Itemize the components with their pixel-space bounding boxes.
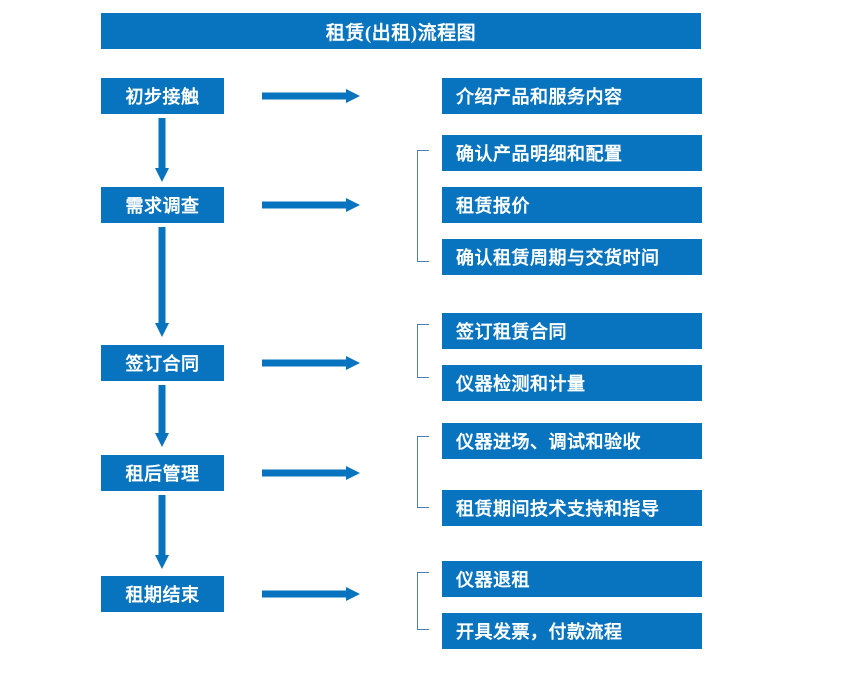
horizontal-arrow-icon-5 [262,585,362,603]
detail-box-仪器进场调试和验收[interactable]: 仪器进场、调试和验收 [442,423,702,459]
group-bracket-5 [417,572,429,630]
group-bracket-3 [417,324,429,378]
detail-box-租赁期间技术支持和指导[interactable]: 租赁期间技术支持和指导 [442,490,702,526]
horizontal-arrow-icon-3 [262,354,362,372]
detail-box-签订租赁合同[interactable]: 签订租赁合同 [442,313,702,349]
detail-box-仪器检测和计量[interactable]: 仪器检测和计量 [442,365,702,401]
page-title: 租赁(出租)流程图 [101,13,701,49]
stage-box-租后管理[interactable]: 租后管理 [101,455,224,491]
detail-box-确认租赁周期与交货时间[interactable]: 确认租赁周期与交货时间 [442,239,702,275]
horizontal-arrow-icon-4 [262,464,362,482]
detail-box-介绍产品和服务内容[interactable]: 介绍产品和服务内容 [442,78,702,114]
stage-box-租期结束[interactable]: 租期结束 [101,576,224,612]
horizontal-arrow-icon-2 [262,196,362,214]
vertical-arrow-icon-2 [153,227,171,339]
group-bracket-4 [417,436,429,508]
vertical-arrow-icon-1 [153,118,171,184]
detail-box-开具发票付款流程[interactable]: 开具发票，付款流程 [442,613,702,649]
stage-box-需求调查[interactable]: 需求调查 [101,187,224,223]
horizontal-arrow-icon-1 [262,87,362,105]
stage-box-签订合同[interactable]: 签订合同 [101,345,224,381]
stage-box-初步接触[interactable]: 初步接触 [101,78,224,114]
detail-box-租赁报价[interactable]: 租赁报价 [442,187,702,223]
vertical-arrow-icon-3 [153,385,171,449]
vertical-arrow-icon-4 [153,495,171,571]
detail-box-确认产品明细和配置[interactable]: 确认产品明细和配置 [442,135,702,171]
detail-box-仪器退租[interactable]: 仪器退租 [442,561,702,597]
group-bracket-2 [417,150,429,262]
